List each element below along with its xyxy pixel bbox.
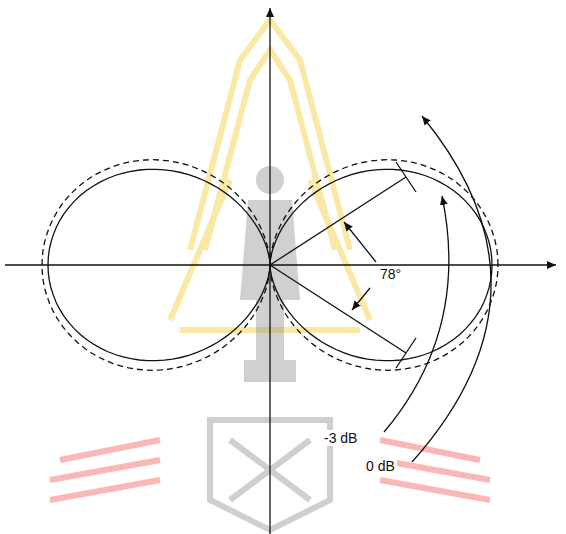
solid-lobe bbox=[48, 169, 492, 360]
horizontal-axis bbox=[5, 264, 556, 265]
minus3db-arc bbox=[384, 196, 449, 432]
level-label: 0 dB bbox=[364, 458, 397, 474]
beam-edge-line bbox=[270, 177, 406, 265]
angle-arrow bbox=[344, 222, 376, 262]
dashed-lobe bbox=[42, 160, 498, 371]
angle-arrow bbox=[352, 288, 370, 310]
beam-edge-line bbox=[270, 265, 406, 353]
zerodb-arc bbox=[412, 116, 491, 462]
level-label: -3 dB bbox=[322, 430, 359, 446]
tick bbox=[396, 162, 416, 192]
tick bbox=[396, 338, 416, 368]
angle-label: 78° bbox=[378, 266, 403, 282]
